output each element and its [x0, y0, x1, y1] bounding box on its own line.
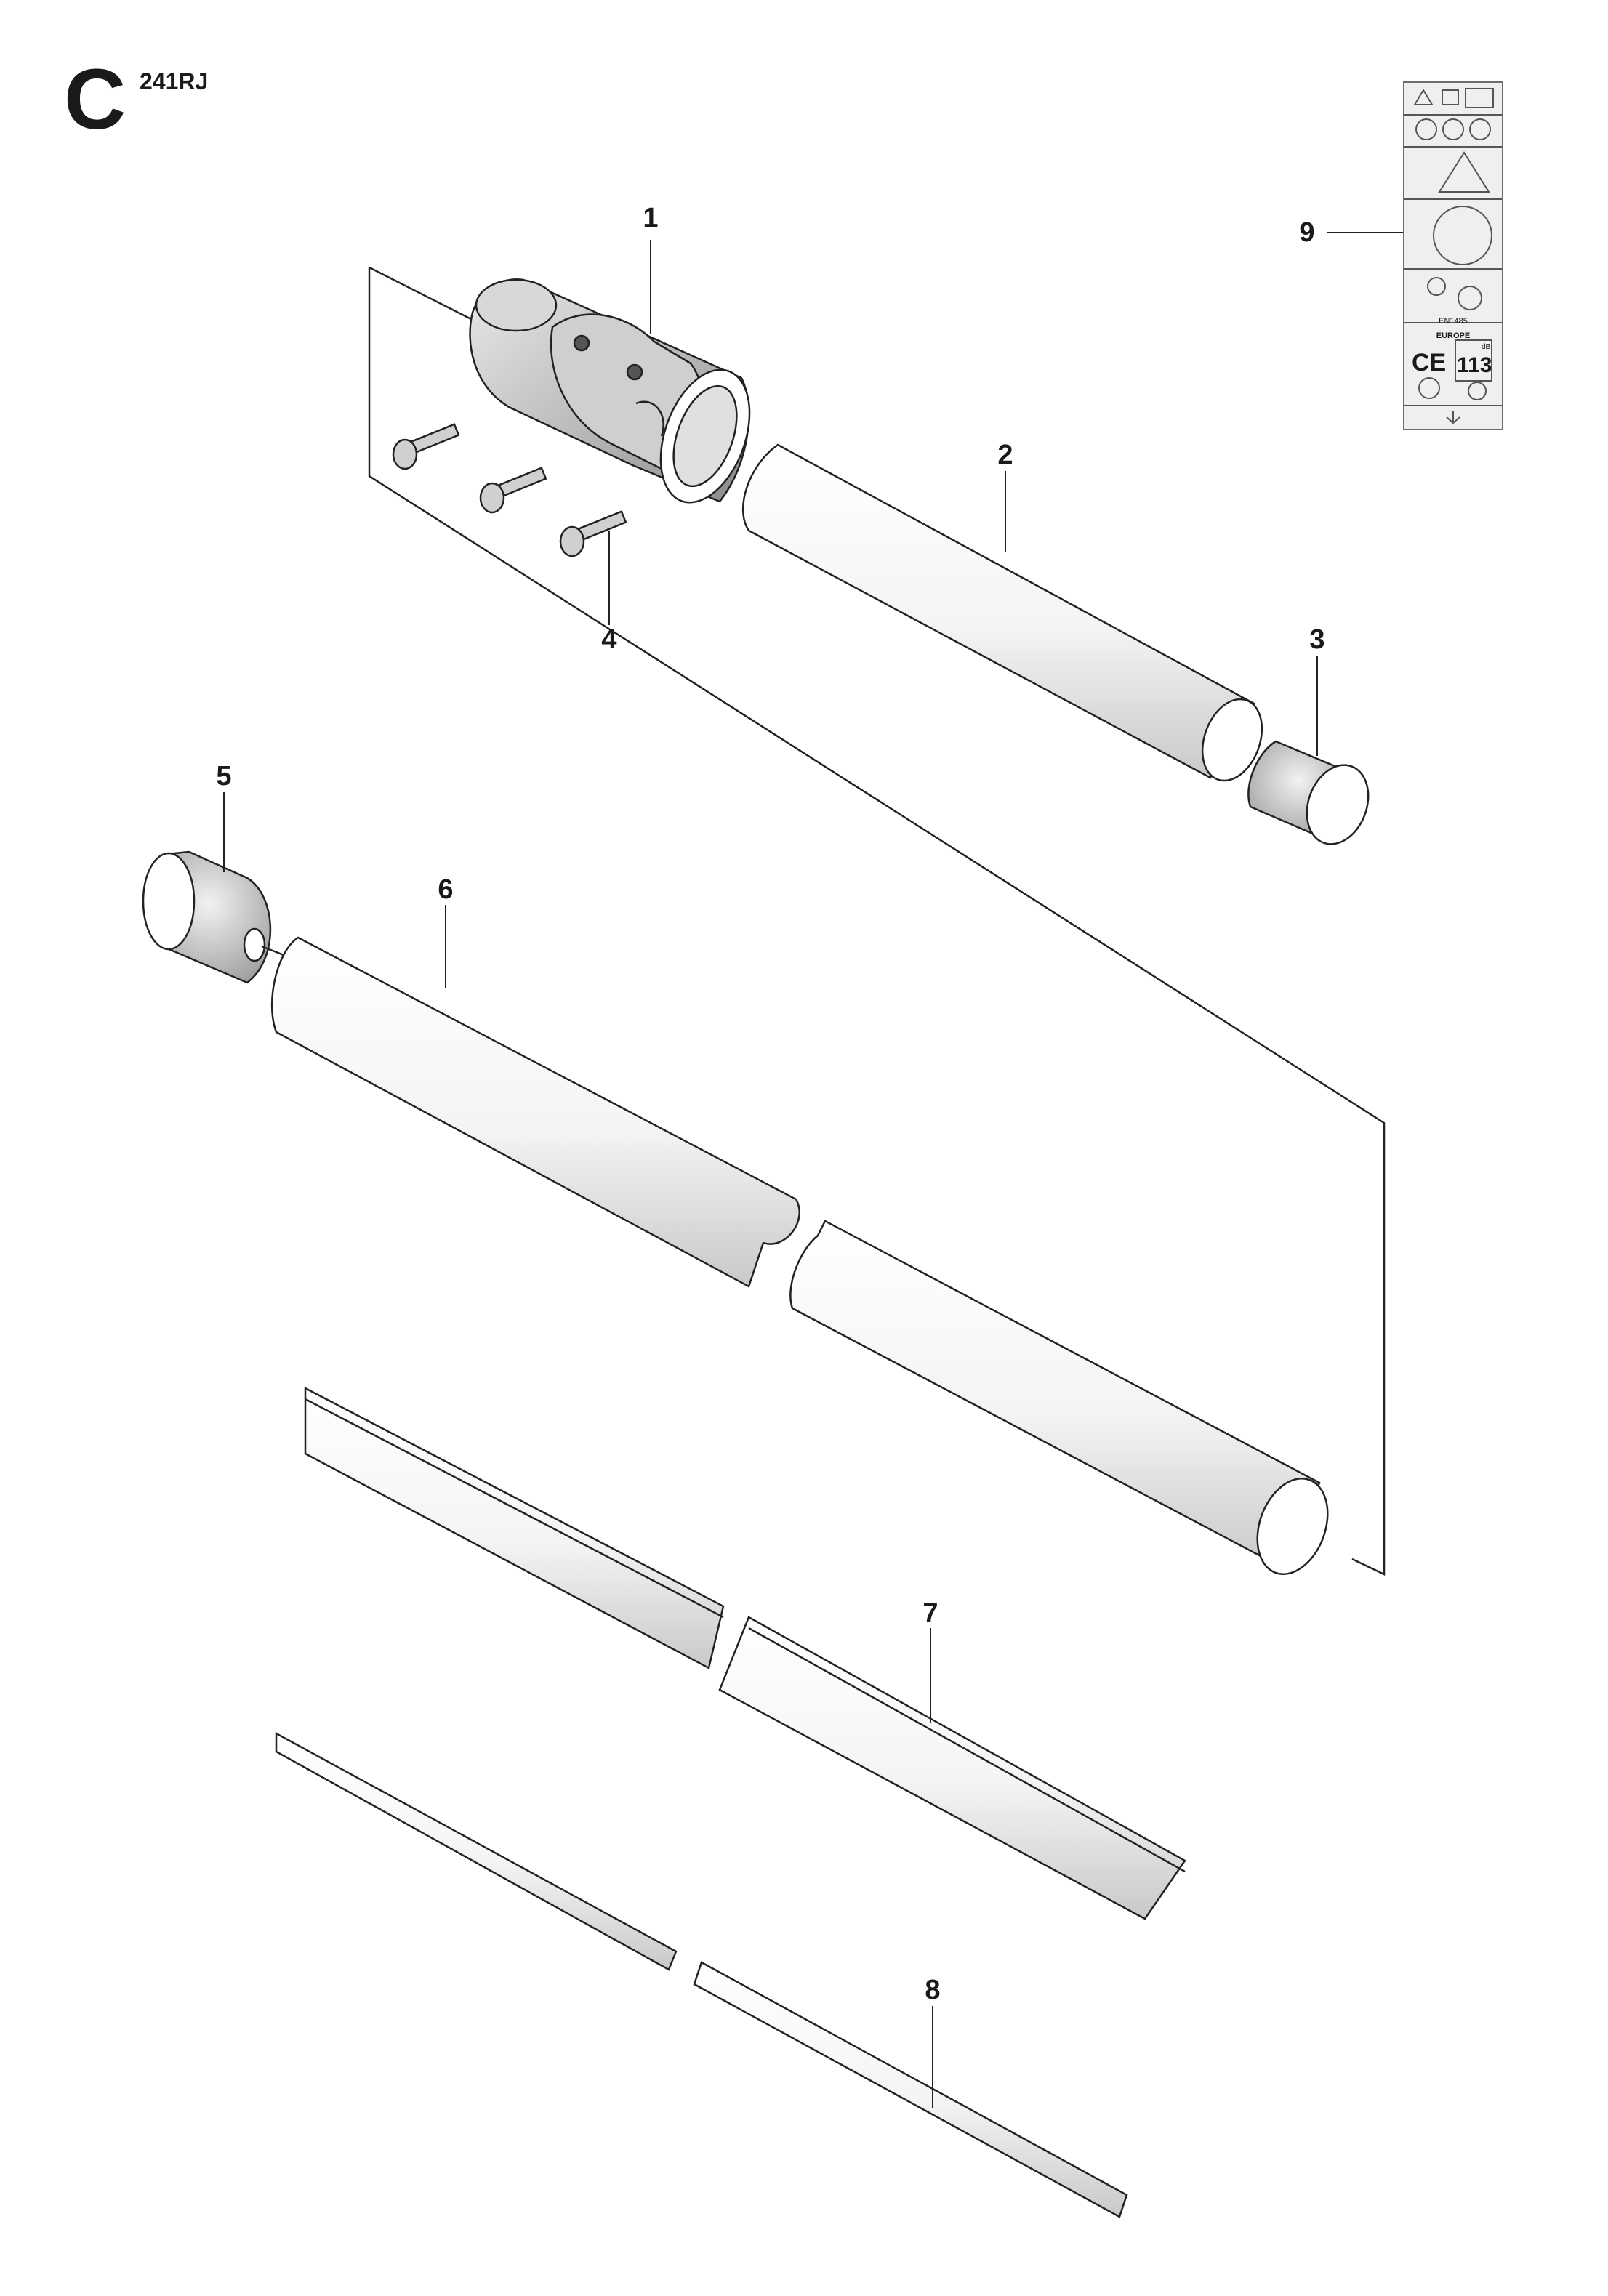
part-3-end-sleeve — [1247, 740, 1370, 845]
part-6-main-tube — [270, 936, 1329, 1575]
section-letter: C — [64, 52, 126, 148]
ce-mark: CE — [1412, 349, 1447, 376]
callout-1: 1 — [643, 203, 659, 233]
noise-level-value: 113 — [1457, 353, 1492, 377]
part-1-grip-housing — [469, 278, 751, 504]
part-7-guide-rail — [304, 1386, 1186, 1920]
warning-decal-graphic — [1404, 88, 1502, 424]
callout-7: 7 — [922, 1598, 938, 1629]
callout-5: 5 — [216, 761, 232, 791]
callout-9: 9 — [1299, 217, 1315, 248]
leader-lines — [223, 232, 1403, 2108]
part-8-drive-shaft — [275, 1731, 1128, 2218]
callout-4: 4 — [601, 624, 617, 655]
decal-code-text: EN1485 — [1439, 317, 1468, 326]
part-9-warning-decal: EUROPE EN1485 CE 113 dB — [1403, 81, 1503, 430]
noise-level-unit: dB — [1482, 343, 1491, 351]
part-5-end-plug — [142, 850, 292, 984]
callout-8: 8 — [925, 1975, 941, 2005]
model-number: 241RJ — [140, 68, 209, 94]
part-2-upper-tube — [742, 443, 1263, 782]
decal-region-text: EUROPE — [1436, 331, 1471, 340]
callout-2: 2 — [997, 440, 1013, 470]
assembly-panel-outline — [368, 267, 1386, 1576]
callout-3: 3 — [1309, 624, 1325, 655]
callout-6: 6 — [438, 874, 454, 905]
part-4-screws — [392, 423, 627, 557]
